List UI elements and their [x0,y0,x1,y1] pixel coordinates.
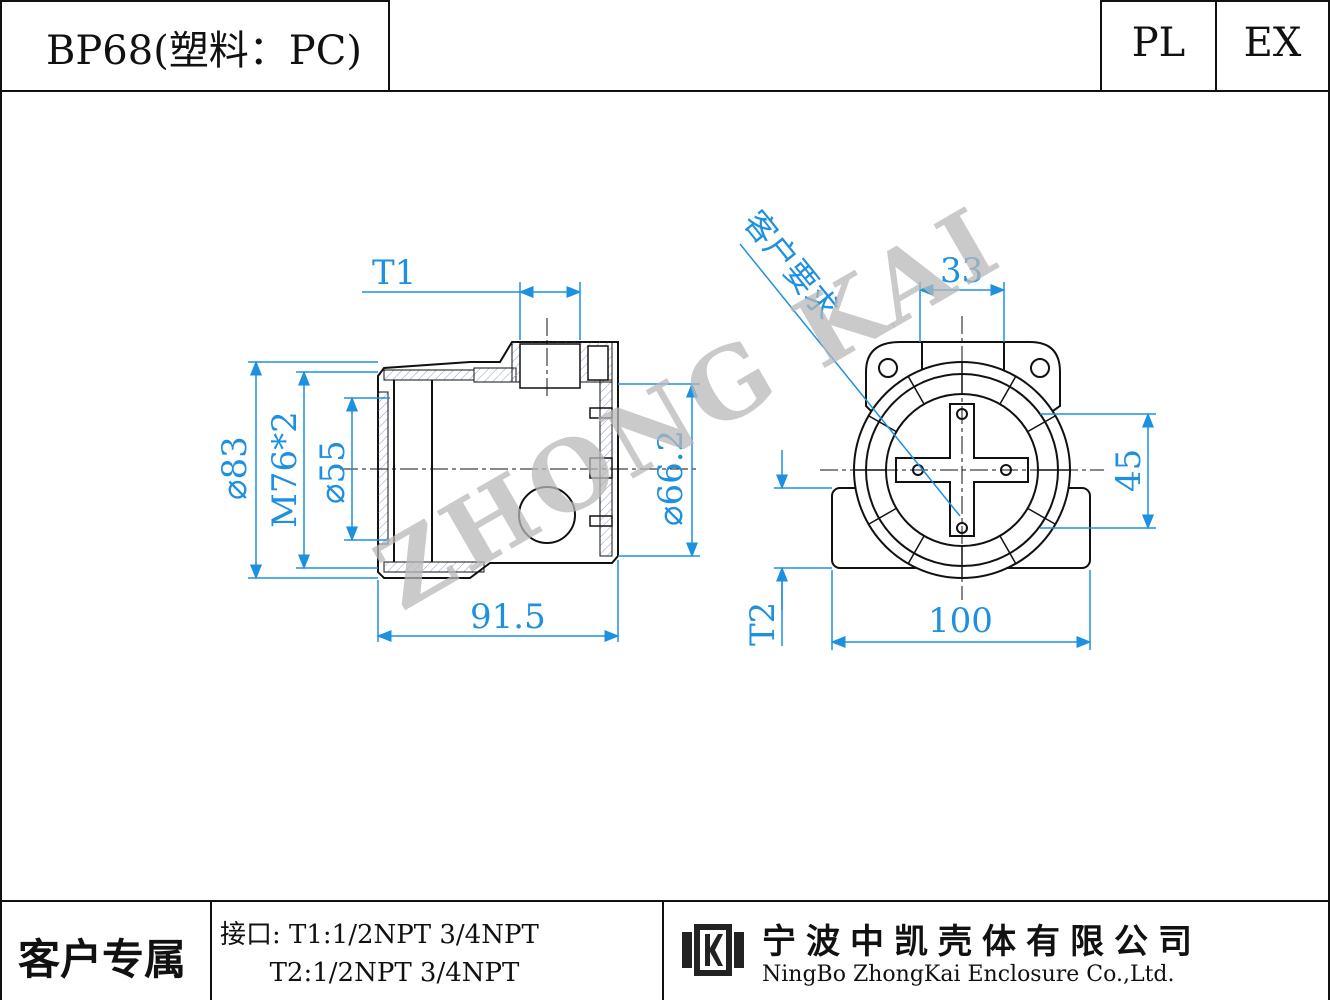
front-mount-hole-right [1030,358,1050,378]
front-view [820,316,1104,600]
drawing-frame [0,90,1330,1000]
footer-title-block: 客户专属 接口: T1:1/2NPT 3/4NPT T2:1/2NPT 3/4N… [0,900,1330,1000]
ex-tag: EX [1243,20,1302,66]
side-wall-bottom [383,561,485,573]
label-100: 100 [928,601,993,641]
side-view [340,318,700,579]
side-rib-2 [589,457,613,479]
front-dimensions [739,243,1156,650]
ports-line-2: T2:1/2NPT 3/4NPT [220,958,520,988]
company-name-cn: 宁波中凯壳体有限公司 [762,922,1202,962]
ports-cell: 接口: T1:1/2NPT 3/4NPT T2:1/2NPT 3/4NPT [212,902,664,1000]
customer-cell: 客户专属 [0,902,212,1000]
label-d83: ⌀83 [215,436,255,500]
drawing-title: BP68(塑料：PC) [46,28,362,74]
label-t2: T2 [743,602,783,646]
pl-tag: PL [1131,20,1186,66]
customer-label: 客户专属 [18,935,187,984]
ports-line-1: 接口: T1:1/2NPT 3/4NPT [220,920,539,950]
company-cell: 宁波中凯壳体有限公司 NingBo ZhongKai Enclosure Co.… [664,902,1330,1000]
side-lid-thread [377,391,389,545]
side-port-t1 [519,343,581,389]
label-33: 33 [940,251,983,291]
company-logo-icon [682,924,744,976]
side-dimensions [248,282,700,642]
front-mount-hole-left [878,358,898,378]
company-name-en: NingBo ZhongKai Enclosure Co.,Ltd. [762,962,1175,987]
label-d66: ⌀66.2 [651,430,691,526]
side-rib-3 [589,515,613,527]
side-dim-labels: T1 ⌀83 M76*2 ⌀55 ⌀66.2 91.5 [215,253,691,637]
side-port-t2 [518,486,576,544]
side-boss-slot [587,345,609,381]
side-rib-1 [589,407,613,419]
side-body-outline [377,341,619,579]
label-m76: M76*2 [265,411,305,528]
label-45: 45 [1109,449,1149,492]
side-wall-step [473,367,517,383]
label-91: 91.5 [470,597,546,637]
customer-note-leader [739,243,961,517]
label-t1: T1 [372,253,416,293]
label-d55: ⌀55 [313,440,353,504]
side-wall-top [383,369,475,381]
ex-tag-cell: EX [1215,0,1330,92]
